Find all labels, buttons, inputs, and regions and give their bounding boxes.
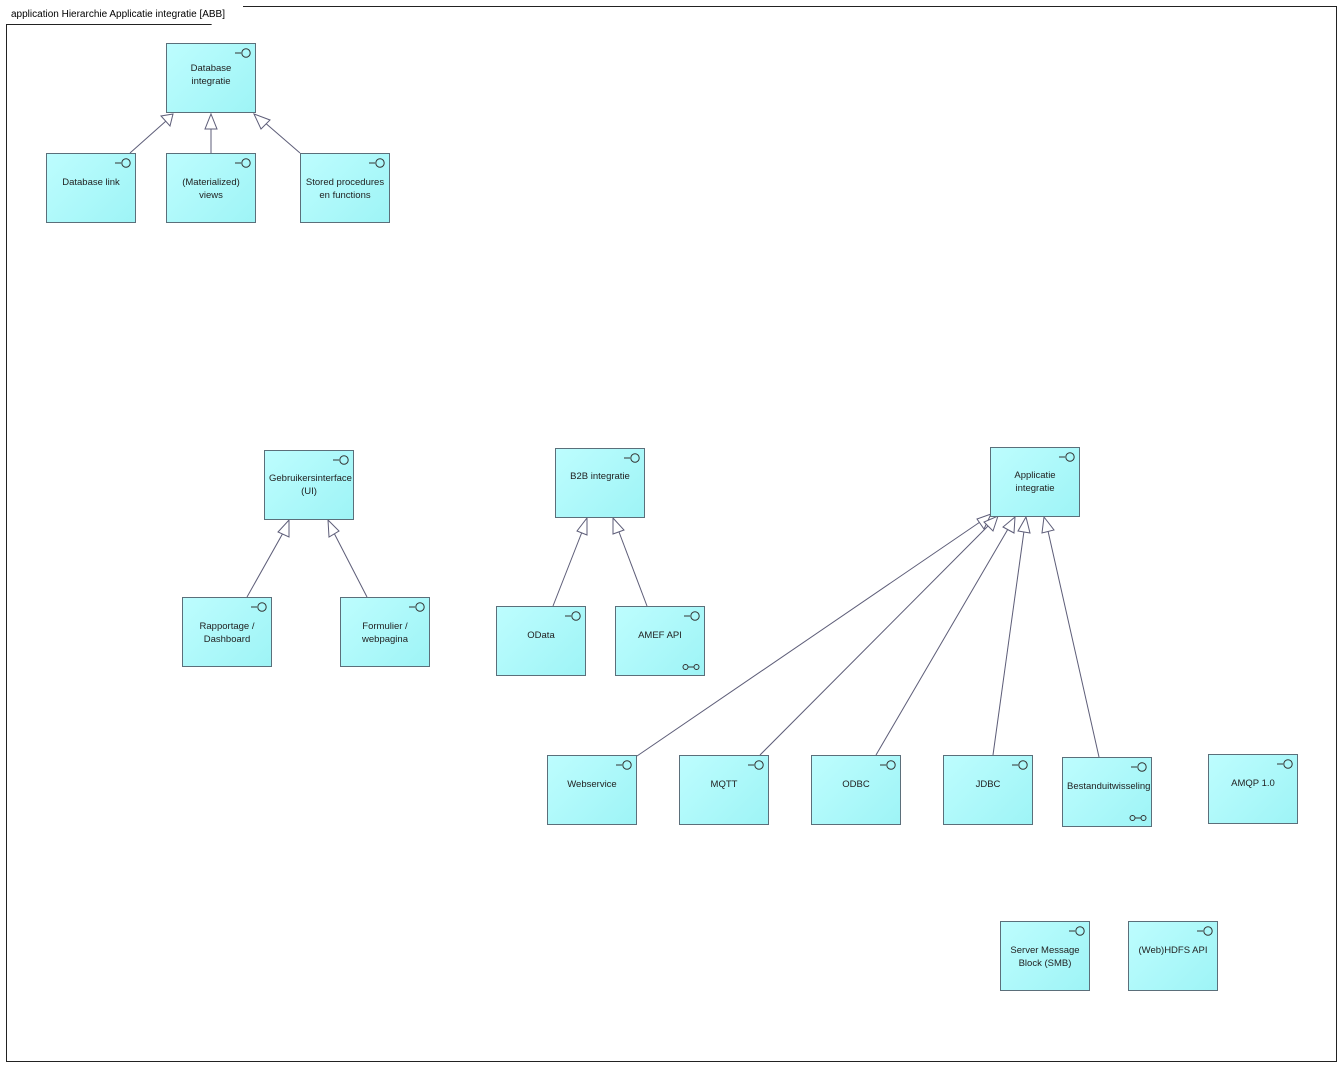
node-label: ODBC [842, 779, 870, 790]
flow-icon [1129, 815, 1147, 821]
relation-line [1047, 530, 1100, 758]
node-mqtt[interactable]: MQTT [679, 755, 769, 825]
application-interface-icon [409, 602, 425, 612]
relation-line [992, 530, 1025, 756]
application-interface-icon [333, 455, 349, 465]
specialization-arrowhead [576, 516, 588, 536]
node-label: Server Message Block (SMB) [1010, 945, 1080, 969]
specialization-arrowhead [1041, 515, 1055, 534]
node-jdbc[interactable]: JDBC [943, 755, 1033, 825]
node-label: Database link [62, 177, 120, 188]
application-interface-icon [251, 602, 267, 612]
application-interface-icon [624, 453, 640, 463]
specialization-arrowhead [1002, 515, 1016, 534]
relation-line [636, 521, 981, 757]
application-interface-icon [115, 158, 131, 168]
node-label: Applicatie integratie [1014, 470, 1056, 494]
application-interface-icon [684, 611, 700, 621]
relation-line [618, 531, 648, 607]
node-database-link[interactable]: Database link [46, 153, 136, 223]
specialization-arrowhead [983, 515, 999, 532]
node-label: Rapportage / Dashboard [199, 621, 255, 645]
application-interface-icon [1069, 926, 1085, 936]
node-materialized-views[interactable]: (Materialized) views [166, 153, 256, 223]
specialization-arrowhead [327, 518, 340, 538]
node-label: Stored procedures en functions [305, 177, 385, 201]
node-stored-procedures[interactable]: Stored procedures en functions [300, 153, 390, 223]
node-label: AMQP 1.0 [1231, 778, 1275, 789]
node-label: (Web)HDFS API [1138, 945, 1208, 956]
node-label: (Materialized) views [182, 177, 240, 201]
node-label: Gebruikersinterface (UI) [269, 473, 352, 497]
node-label: JDBC [975, 779, 1001, 790]
node-label: MQTT [710, 779, 738, 790]
node-formulier-webpagina[interactable]: Formulier / webpagina [340, 597, 430, 667]
relation-line [552, 531, 583, 607]
node-label: AMEF API [638, 630, 682, 641]
application-interface-icon [1131, 762, 1147, 772]
application-interface-icon [1059, 452, 1075, 462]
node-label: Webservice [567, 779, 617, 790]
application-interface-icon [748, 760, 764, 770]
relation-line [759, 525, 989, 756]
application-interface-icon [369, 158, 385, 168]
relation-line [246, 532, 284, 598]
specialization-arrowhead [277, 518, 290, 538]
relation-line [333, 532, 368, 598]
node-webhdfs-api[interactable]: (Web)HDFS API [1128, 921, 1218, 991]
node-label: OData [527, 630, 555, 641]
relation-line [875, 528, 1009, 756]
frame-title: application Hierarchie Applicatie integr… [6, 6, 244, 24]
application-interface-icon [880, 760, 896, 770]
node-rapportage-dashboard[interactable]: Rapportage / Dashboard [182, 597, 272, 667]
relation-line [262, 120, 301, 154]
application-interface-icon [565, 611, 581, 621]
specialization-arrowhead [1017, 515, 1031, 534]
application-interface-icon [1012, 760, 1028, 770]
specialization-arrowhead [204, 112, 218, 130]
node-label: Formulier / webpagina [362, 621, 408, 645]
relation-line [129, 120, 167, 154]
node-amqp[interactable]: AMQP 1.0 [1208, 754, 1298, 824]
application-interface-icon [1197, 926, 1213, 936]
specialization-arrowhead [612, 516, 625, 535]
node-applicatie-integratie[interactable]: Applicatie integratie [990, 447, 1080, 517]
node-webservice[interactable]: Webservice [547, 755, 637, 825]
node-amef-api[interactable]: AMEF API [615, 606, 705, 676]
node-smb[interactable]: Server Message Block (SMB) [1000, 921, 1090, 991]
node-database-integratie[interactable]: Database integratie [166, 43, 256, 113]
node-gebruikersinterface[interactable]: Gebruikersinterface (UI) [264, 450, 354, 520]
node-b2b-integratie[interactable]: B2B integratie [555, 448, 645, 518]
node-odata[interactable]: OData [496, 606, 586, 676]
application-interface-icon [235, 158, 251, 168]
node-label: B2B integratie [570, 471, 630, 482]
node-bestanduitwisseling[interactable]: Bestanduitwisseling [1062, 757, 1152, 827]
node-odbc[interactable]: ODBC [811, 755, 901, 825]
node-label: Bestanduitwisseling [1067, 781, 1151, 792]
node-label: Database integratie [190, 63, 232, 87]
flow-icon [682, 664, 700, 670]
diagram-frame [6, 6, 1337, 1062]
specialization-arrowhead [253, 113, 271, 130]
application-interface-icon [1277, 759, 1293, 769]
specialization-arrowhead [160, 113, 174, 128]
application-interface-icon [616, 760, 632, 770]
application-interface-icon [235, 48, 251, 58]
